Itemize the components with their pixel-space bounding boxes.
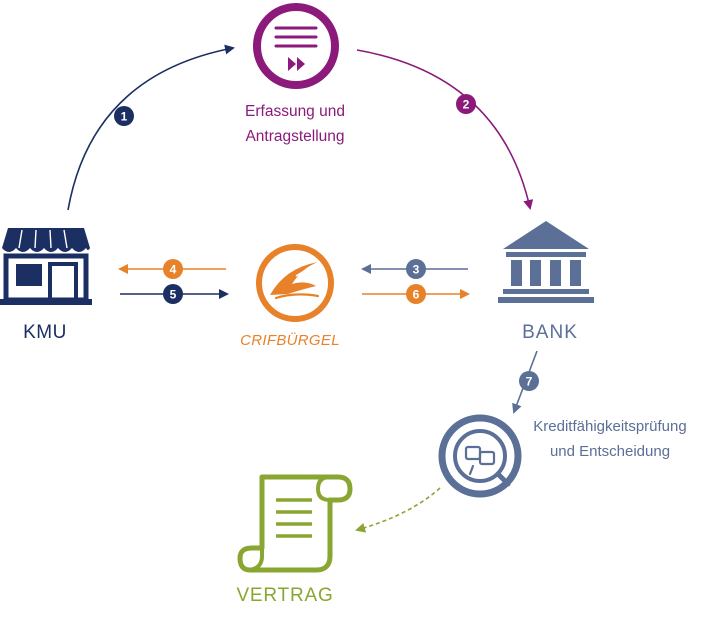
flow-arrow-2: [356, 49, 534, 210]
step-badge-6: 6: [406, 284, 426, 304]
step-number-7: 7: [526, 375, 533, 389]
flow-arrow-1: [67, 44, 235, 211]
kmu-label: KMU: [23, 322, 67, 343]
step-badge-1: 1: [114, 106, 134, 126]
shop-icon: [0, 228, 92, 305]
step-number-3: 3: [413, 263, 420, 277]
step-badge-2: 2: [456, 94, 476, 114]
pruefung-label-line1: Kreditfähigkeitsprüfung: [533, 418, 687, 435]
magnifier-handshake-icon: [438, 414, 522, 498]
step-badge-7: 7: [519, 371, 539, 391]
step-number-4: 4: [170, 263, 177, 277]
crifbuergel-logo: [256, 244, 334, 322]
step-badge-3: 3: [406, 259, 426, 279]
step-number-6: 6: [413, 288, 420, 302]
erfassung-label-line1: Erfassung und: [245, 103, 345, 120]
bank-label: BANK: [522, 322, 578, 343]
bank-building-icon: [498, 221, 594, 303]
step-badge-4: 4: [163, 259, 183, 279]
erfassung-label: Erfassung und Antragstellung: [210, 99, 380, 149]
list-fast-forward-icon: [253, 3, 339, 89]
scroll-document-icon: [237, 474, 353, 573]
flow-arrow-dashed: [355, 487, 441, 533]
crifbuergel-label: CRIFBÜRGEL: [240, 332, 340, 349]
step-badge-5: 5: [163, 284, 183, 304]
erfassung-label-line2: Antragstellung: [245, 128, 345, 145]
step-number-5: 5: [170, 288, 177, 302]
vertrag-label: VERTRAG: [236, 585, 334, 606]
step-number-2: 2: [463, 98, 470, 112]
step-number-1: 1: [121, 110, 128, 124]
pruefung-label: Kreditfähigkeitsprüfung und Entscheidung: [515, 414, 705, 464]
pruefung-label-line2: und Entscheidung: [549, 443, 671, 460]
